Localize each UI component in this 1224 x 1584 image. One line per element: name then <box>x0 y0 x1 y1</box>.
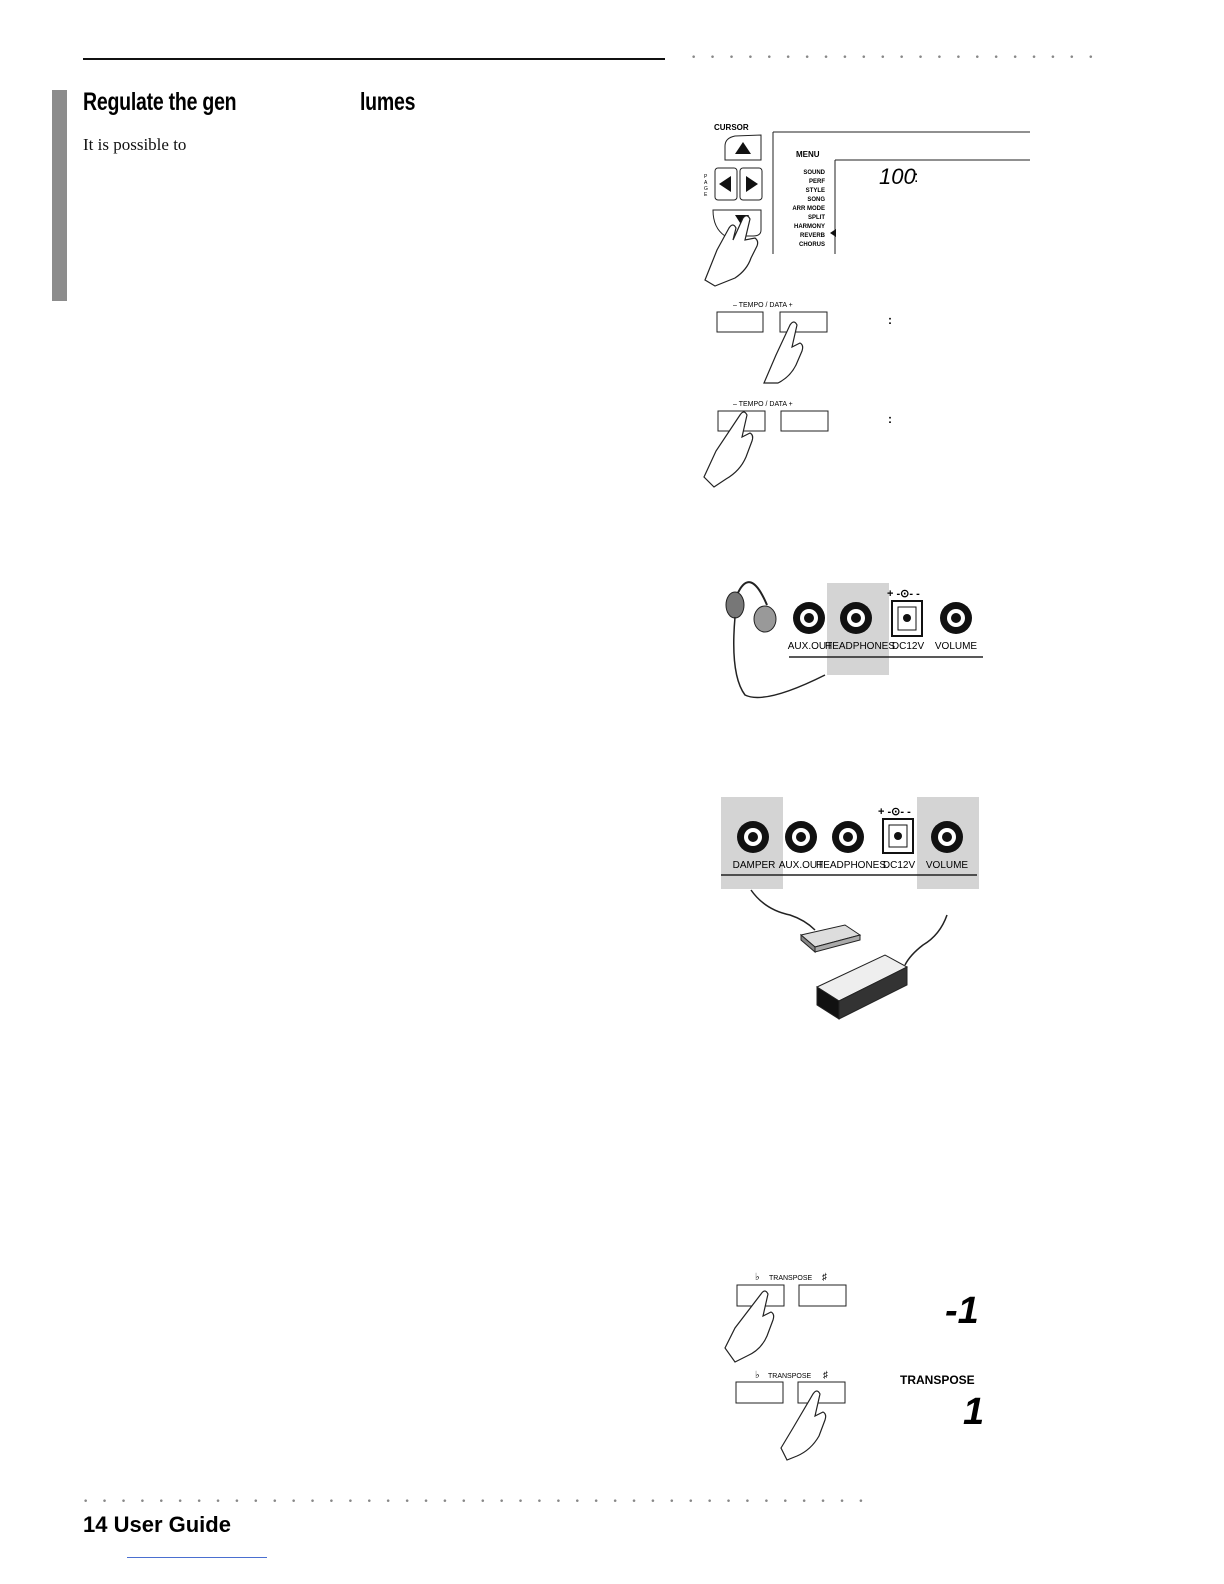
arrow-up-icon <box>735 142 751 154</box>
pedal-cable-icon <box>904 914 948 966</box>
intro-text: It is possible to <box>83 135 187 154</box>
transpose-label: TRANSPOSE <box>768 1373 812 1380</box>
hand-pointer-icon <box>780 1390 827 1461</box>
jack-label: VOLUME <box>935 641 978 652</box>
hand-pointer-icon <box>704 215 759 287</box>
headphone-earcup-icon <box>753 605 777 633</box>
top-dotted-rule: •••••••••••••••••••••• <box>691 53 1107 63</box>
jack-label: HEADPHONES <box>825 641 895 652</box>
footer-dotted-rule: ••••••••••••••••••••••••••••••••••••••••… <box>83 1497 878 1507</box>
section-heading-part2: lumes <box>360 88 416 116</box>
tempo-data-minus-illustration: – TEMPO / DATA + : <box>703 401 892 488</box>
display-value: 100 <box>879 164 916 189</box>
transpose-display-down: -1 <box>945 1290 979 1332</box>
page-letter: G <box>704 186 708 192</box>
jack-label: DC12V <box>892 641 925 652</box>
dc-polarity-symbol: + -⊙- - <box>878 806 911 818</box>
sharp-symbol: ♯ <box>823 1370 828 1381</box>
menu-item: PERF <box>809 179 825 185</box>
menu-item: ARR MODE <box>792 206 825 212</box>
footer-link-underline[interactable] <box>127 1557 267 1558</box>
transpose-label: TRANSPOSE <box>769 1275 813 1282</box>
menu-item: CHORUS <box>799 242 825 248</box>
tempo-plus-button[interactable] <box>780 410 829 432</box>
rear-panel-headphones-illustration: + -⊙- - AUX.OUT HEADPHONES DC12V VOLUME <box>725 581 983 699</box>
jack-label: DAMPER <box>733 860 776 871</box>
top-rule <box>83 58 665 60</box>
hand-pointer-icon <box>763 321 804 384</box>
tempo-minus-button[interactable] <box>716 311 764 333</box>
menu-item: STYLE <box>806 188 825 194</box>
arrow-right-icon <box>746 176 758 192</box>
jack-label: VOLUME <box>926 860 969 871</box>
headphone-earcup-icon <box>725 591 745 619</box>
transpose-display-up: 1 <box>963 1391 984 1433</box>
transpose-sharp-button[interactable] <box>797 1381 846 1404</box>
transpose-sharp-button[interactable] <box>798 1284 847 1307</box>
tempo-data-label: – TEMPO / DATA + <box>733 302 793 309</box>
pedal-cable-icon <box>750 889 816 931</box>
menu-label: MENU <box>796 150 820 159</box>
transpose-flat-button[interactable] <box>735 1381 784 1404</box>
tempo-data-plus-illustration: – TEMPO / DATA + : <box>716 302 892 384</box>
tempo-plus-button[interactable] <box>779 311 828 333</box>
menu-selection-arrow-icon <box>830 229 836 237</box>
menu-item: SOUND <box>803 170 825 176</box>
headphone-cable-icon <box>733 616 826 699</box>
footer-page-label: 14 User Guide <box>83 1512 231 1537</box>
tempo-data-label: – TEMPO / DATA + <box>733 401 793 408</box>
menu-item: SPLIT <box>808 215 825 221</box>
page-letter: A <box>704 180 708 186</box>
dc-polarity-symbol: + -⊙- - <box>887 588 920 600</box>
menu-item: HARMONY <box>794 224 825 230</box>
section-heading-part1: Regulate the gen <box>83 88 237 116</box>
tempo-colon: : <box>888 313 892 327</box>
flat-symbol: ♭ <box>755 1272 760 1283</box>
menu-cursor-illustration: CURSOR P A G E MENU SOUND PERF STYLE SON… <box>704 123 1030 287</box>
cursor-label: CURSOR <box>714 123 749 132</box>
arrow-left-icon <box>719 176 731 192</box>
jack-label: AUX.OUT <box>779 860 823 871</box>
menu-item: REVERB <box>800 233 826 239</box>
tempo-colon: : <box>888 412 892 426</box>
hand-pointer-icon <box>724 1290 775 1363</box>
transpose-display-caption: TRANSPOSE <box>900 1373 975 1387</box>
page-letter: E <box>704 192 708 198</box>
sharp-symbol: ♯ <box>822 1272 827 1283</box>
jack-label: AUX.OUT <box>788 641 832 652</box>
section-sidebar-bar <box>52 90 67 301</box>
page-letter: P <box>704 174 708 180</box>
display-colon: : <box>914 169 918 186</box>
hand-pointer-icon <box>703 411 754 488</box>
rear-panel-pedals-illustration: + -⊙- - DAMPER AUX.OUT HEADPHONES DC12V … <box>721 797 979 1020</box>
menu-item: SONG <box>807 197 825 203</box>
transpose-down-illustration: ♭ TRANSPOSE ♯ -1 <box>724 1272 979 1363</box>
transpose-up-illustration: ♭ TRANSPOSE ♯ TRANSPOSE 1 <box>735 1370 984 1461</box>
flat-symbol: ♭ <box>755 1370 760 1381</box>
jack-label: HEADPHONES <box>816 860 886 871</box>
jack-label: DC12V <box>883 860 916 871</box>
